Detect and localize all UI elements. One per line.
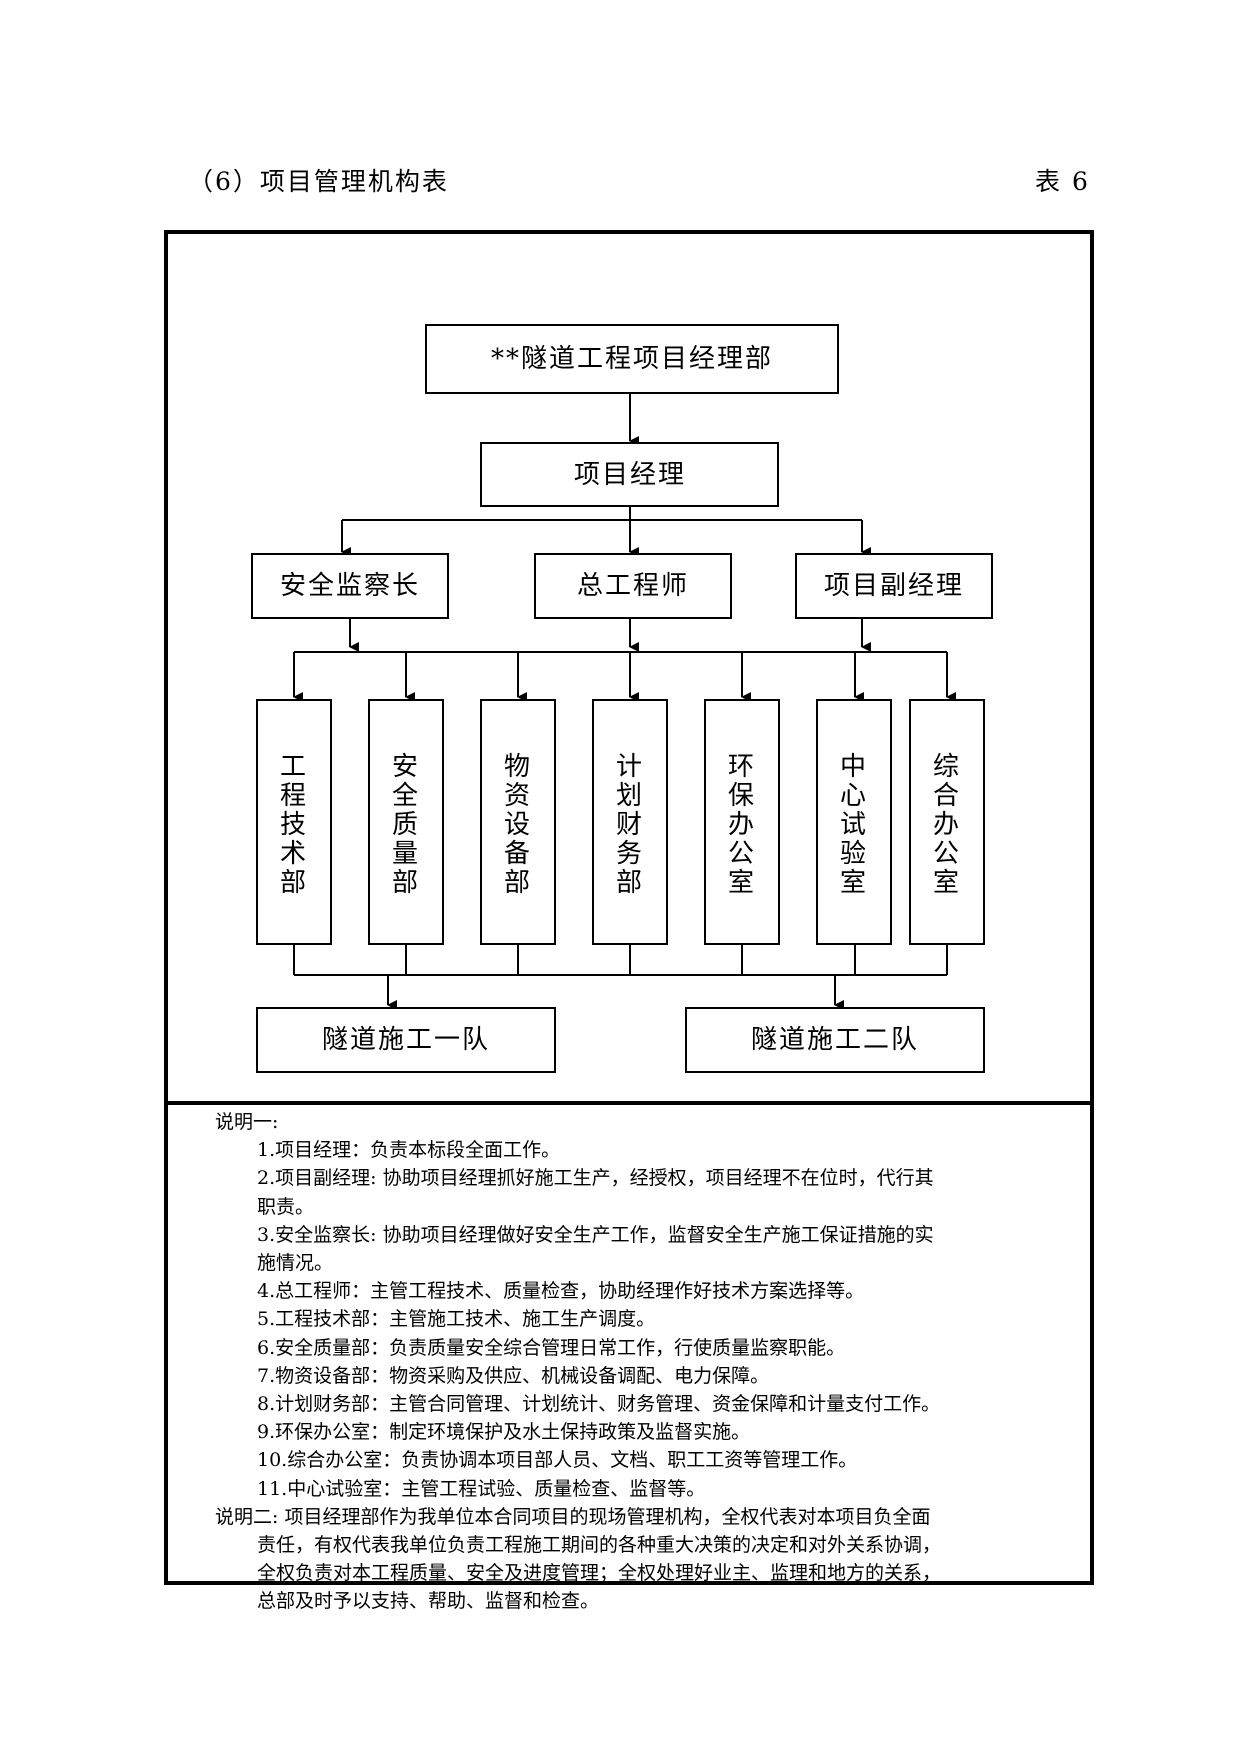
notes-heading-2: 说明二: 项目经理部作为我单位本合同项目的现场管理机构，全权代表对本项目负全面 <box>215 1505 931 1528</box>
label-dept-1: 工程技术部 <box>280 752 308 898</box>
box-dept-1 <box>256 699 332 945</box>
label-dept-4: 计划财务部 <box>616 752 644 898</box>
box-dept-2 <box>368 699 444 945</box>
box-dept-7 <box>909 699 985 945</box>
box-team-1 <box>256 1007 556 1073</box>
note-item: 10.综合办公室：负责协调本项目部人员、文档、职工工资等管理工作。 <box>257 1449 858 1472</box>
label-project-department: **隧道工程项目经理部 <box>491 344 773 374</box>
frame-divider <box>164 1101 1094 1105</box>
box-dept-5 <box>704 699 780 945</box>
note-item: 9.环保办公室：制定环境保护及水土保持政策及监督实施。 <box>257 1421 751 1444</box>
box-dept-3 <box>480 699 556 945</box>
note-item: 6.安全质量部：负责质量安全综合管理日常工作，行使质量监察职能。 <box>257 1336 846 1359</box>
box-deputy-manager <box>795 553 993 619</box>
note-item: 3.安全监察长: 协助项目经理做好安全生产工作，监督安全生产施工保证措施的实 <box>257 1223 934 1246</box>
note-item: 4.总工程师：主管工程技术、质量检查，协助经理作好技术方案选择等。 <box>257 1280 865 1303</box>
label-safety-chief: 安全监察长 <box>280 571 420 601</box>
note-item: 2.项目副经理: 协助项目经理抓好施工生产，经授权，项目经理不在位时，代行其 <box>257 1167 934 1190</box>
label-team-1: 隧道施工一队 <box>322 1025 490 1055</box>
label-dept-5: 环保办公室 <box>728 752 756 898</box>
box-dept-6 <box>816 699 892 945</box>
box-safety-chief <box>251 553 449 619</box>
box-chief-engineer <box>534 553 732 619</box>
label-dept-3: 物资设备部 <box>504 752 532 898</box>
note-paragraph-line: 责任，有权代表我单位负责工程施工期间的各种重大决策的决定和对外关系协调， <box>257 1534 942 1557</box>
note-item: 11.中心试验室：主管工程试验、质量检查、监督等。 <box>257 1477 706 1500</box>
box-project-manager <box>480 442 779 507</box>
note-paragraph-line: 全权负责对本工程质量、安全及进度管理；全权处理好业主、监理和地方的关系， <box>257 1562 942 1585</box>
box-team-2 <box>685 1007 985 1073</box>
label-project-manager: 项目经理 <box>574 460 686 490</box>
page-title: （6）项目管理机构表 <box>188 167 449 196</box>
label-chief-engineer: 总工程师 <box>577 571 689 601</box>
label-dept-7: 综合办公室 <box>933 752 961 898</box>
table-frame <box>164 230 1094 1585</box>
box-project-department <box>425 324 839 394</box>
note-item: 5.工程技术部：主管施工技术、施工生产调度。 <box>257 1308 656 1331</box>
label-dept-2: 安全质量部 <box>392 752 420 898</box>
notes-section: 说明一: 1.项目经理：负责本标段全面工作。 2.项目副经理: 协助项目经理抓好… <box>215 1108 1035 1616</box>
note-item: 7.物资设备部：物资采购及供应、机械设备调配、电力保障。 <box>257 1364 770 1387</box>
note-item: 1.项目经理：负责本标段全面工作。 <box>257 1139 561 1162</box>
box-dept-4 <box>592 699 668 945</box>
label-team-2: 隧道施工二队 <box>751 1025 919 1055</box>
label-deputy-manager: 项目副经理 <box>824 571 964 601</box>
note-item-continued: 职责。 <box>257 1195 315 1218</box>
note-item-continued: 施情况。 <box>257 1252 334 1275</box>
label-dept-6: 中心试验室 <box>840 752 868 898</box>
note-item: 8.计划财务部：主管合同管理、计划统计、财务管理、资金保障和计量支付工作。 <box>257 1393 941 1416</box>
notes-heading-1: 说明一: <box>215 1111 279 1133</box>
note-paragraph-line: 总部及时予以支持、帮助、监督和检查。 <box>257 1590 600 1613</box>
table-number: 表 6 <box>1035 167 1090 196</box>
